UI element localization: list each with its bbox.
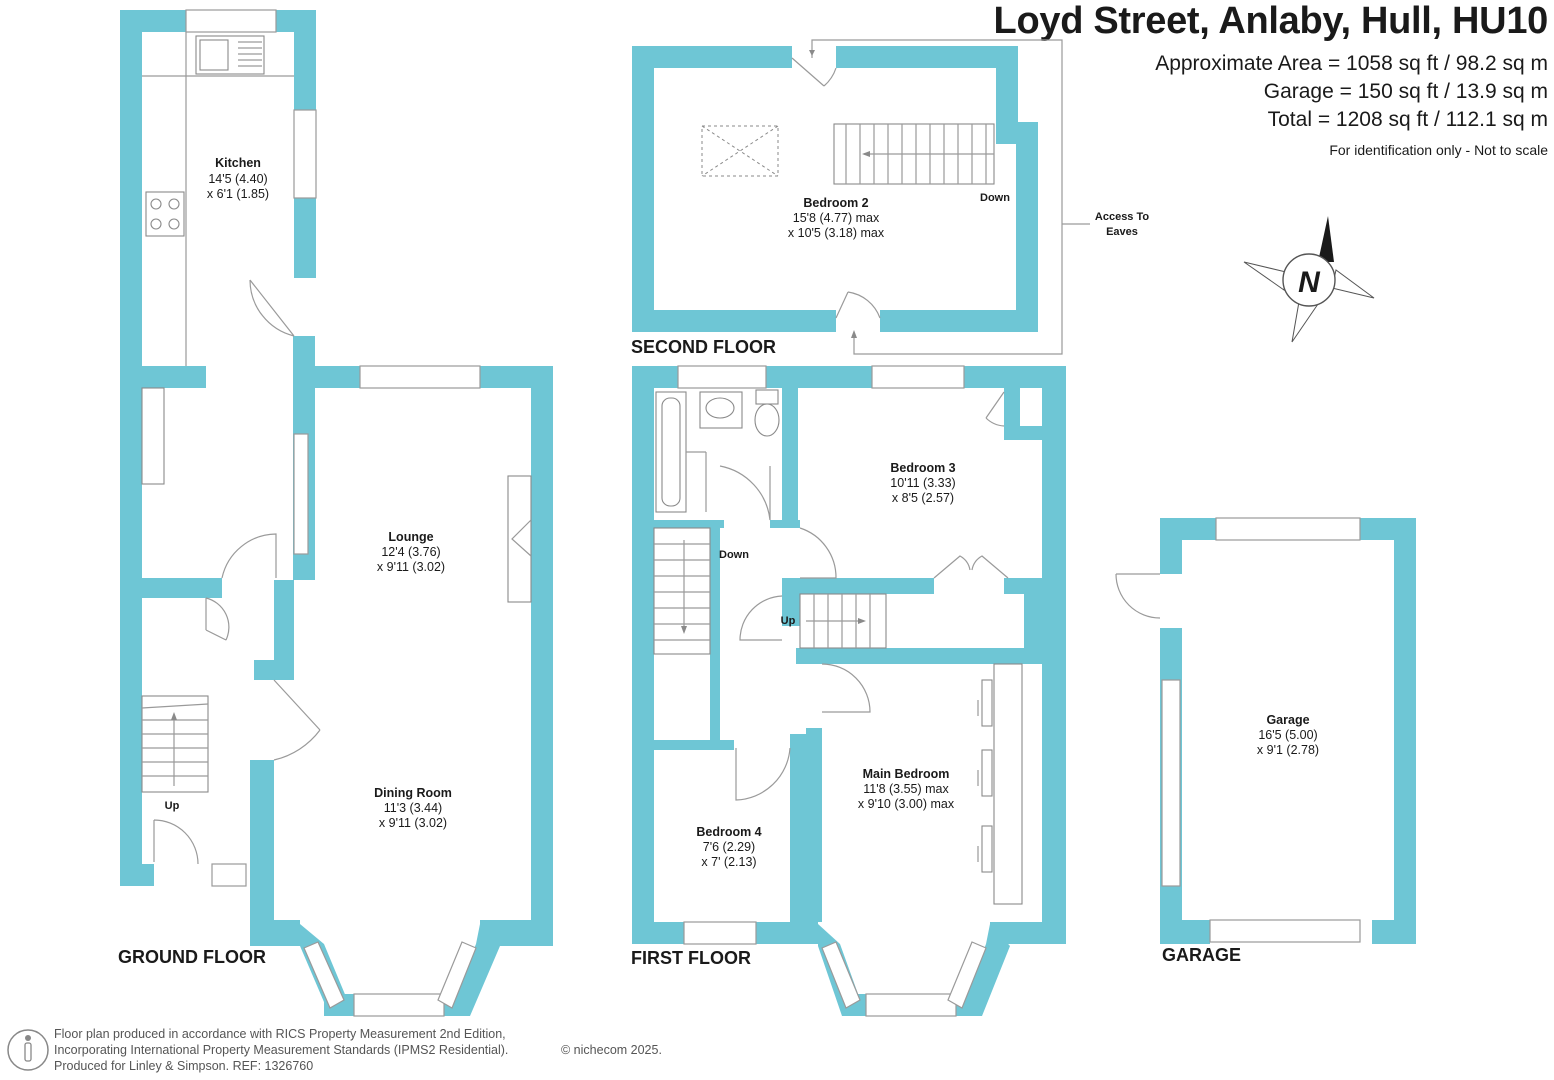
bedroom3-name: Bedroom 3	[890, 461, 955, 475]
eaves-label-line1: Access To	[1095, 211, 1149, 223]
second-stairs-down-label: Down	[980, 192, 1010, 204]
area-total: Total = 1208 sq ft / 112.1 sq m	[1267, 108, 1548, 131]
ground-floor-plan: Kitchen 14'5 (4.40) x 6'1 (1.85) Lounge …	[118, 9, 553, 1017]
bedroom4-dim1: 7'6 (2.29)	[703, 840, 755, 854]
lounge-dim2: x 9'11 (3.02)	[377, 560, 445, 574]
footer-line-2: Incorporating International Property Mea…	[54, 1043, 509, 1057]
person-icon	[7, 1029, 49, 1071]
eaves-label-line2: Eaves	[1106, 226, 1138, 238]
bedroom2-name: Bedroom 2	[803, 196, 868, 210]
garage-label: GARAGE	[1162, 945, 1241, 965]
dining-room-name: Dining Room	[374, 786, 452, 800]
main-bedroom-dim2: x 9'10 (3.00) max	[858, 797, 955, 811]
lounge-dim1: 12'4 (3.76)	[381, 545, 440, 559]
footer-disclaimer: Floor plan produced in accordance with R…	[54, 1026, 508, 1074]
garage-dim2: x 9'1 (2.78)	[1257, 743, 1319, 757]
first-floor-plan: Bedroom 3 10'11 (3.33) x 8'5 (2.57) Bedr…	[631, 365, 1066, 1017]
garage-plan: Garage 16'5 (5.00) x 9'1 (2.78) GARAGE	[1115, 517, 1416, 965]
compass-letter: N	[1298, 266, 1321, 299]
kitchen-dim2: x 6'1 (1.85)	[207, 187, 269, 201]
second-floor-plan: Bedroom 2 15'8 (4.77) max x 10'5 (3.18) …	[631, 39, 1149, 357]
bedroom3-dim1: 10'11 (3.33)	[890, 476, 955, 490]
dining-room-dim1: 11'3 (3.44)	[384, 801, 442, 815]
footer-line-3: Produced for Linley & Simpson. REF: 1326…	[54, 1059, 314, 1073]
bedroom4-name: Bedroom 4	[696, 825, 761, 839]
copyright: © nichecom 2025.	[561, 1043, 662, 1057]
main-bedroom-dim1: 11'8 (3.55) max	[863, 782, 949, 796]
compass-icon: N	[1243, 216, 1375, 343]
lounge-name: Lounge	[388, 530, 433, 544]
scale-note: For identification only - Not to scale	[1329, 142, 1548, 158]
bedroom2-dim1: 15'8 (4.77) max	[793, 211, 880, 225]
kitchen-dim1: 14'5 (4.40)	[208, 172, 267, 186]
first-stairs-up-label: Up	[781, 615, 796, 627]
property-title: Loyd Street, Anlaby, Hull, HU10	[993, 0, 1549, 42]
ground-floor-label: GROUND FLOOR	[118, 947, 266, 967]
bedroom2-dim2: x 10'5 (3.18) max	[788, 226, 885, 240]
main-bedroom-name: Main Bedroom	[863, 767, 950, 781]
kitchen-name: Kitchen	[215, 156, 261, 170]
bedroom3-dim2: x 8'5 (2.57)	[892, 491, 954, 505]
dining-room-dim2: x 9'11 (3.02)	[379, 816, 447, 830]
first-stairs-down-label: Down	[719, 549, 749, 561]
ground-stairs-up-label: Up	[165, 800, 180, 812]
bedroom4-dim2: x 7' (2.13)	[701, 855, 756, 869]
footer-line-1: Floor plan produced in accordance with R…	[54, 1027, 506, 1041]
garage-name: Garage	[1266, 713, 1309, 727]
second-floor-label: SECOND FLOOR	[631, 337, 776, 357]
first-floor-label: FIRST FLOOR	[631, 948, 751, 968]
area-garage: Garage = 150 sq ft / 13.9 sq m	[1263, 80, 1548, 103]
garage-dim1: 16'5 (5.00)	[1258, 728, 1317, 742]
area-approximate: Approximate Area = 1058 sq ft / 98.2 sq …	[1155, 52, 1548, 75]
